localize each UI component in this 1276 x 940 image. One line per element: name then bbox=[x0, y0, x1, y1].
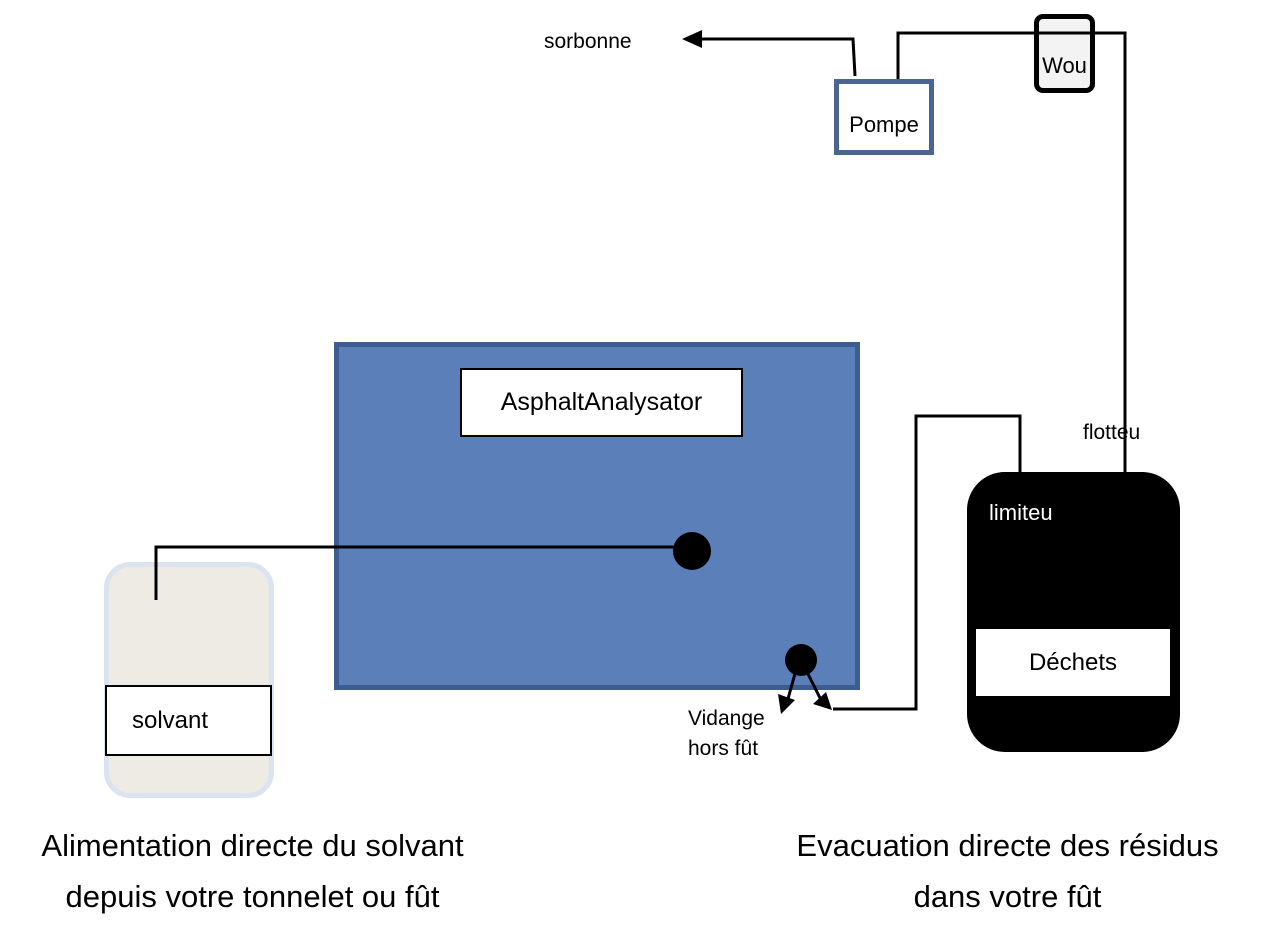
drain-label-line1: Vidange bbox=[688, 707, 765, 730]
float-label: flotteu bbox=[1083, 421, 1141, 444]
residue-evacuation-caption: Evacuation directe des résidus dans votr… bbox=[770, 820, 1245, 922]
drain-arrowhead-right bbox=[813, 692, 832, 710]
drain-arrowhead-left bbox=[778, 694, 795, 714]
caption-right-line2: dans votre fût bbox=[913, 879, 1102, 914]
wou-box: Wou bbox=[1034, 14, 1095, 93]
drain-arrow-right bbox=[804, 669, 824, 703]
drain-line bbox=[833, 414, 1022, 711]
solvent-feed-caption: Alimentation directe du solvant depuis v… bbox=[0, 820, 505, 922]
drain-label-line2: hors fût bbox=[688, 737, 759, 758]
solvent-label: solvant bbox=[105, 685, 272, 756]
drain-label: Vidange hors fût bbox=[688, 704, 798, 758]
waste-label: Déchets bbox=[976, 629, 1170, 696]
solvent-inlet-port bbox=[673, 532, 711, 570]
drain-outlet-port bbox=[785, 644, 817, 676]
solvent-tank bbox=[104, 562, 274, 798]
limiter-label: limiteu bbox=[989, 500, 1053, 525]
pump-box: Pompe bbox=[834, 79, 934, 155]
wou-label: Wou bbox=[1042, 53, 1087, 78]
caption-left-line2: depuis votre tonnelet ou fût bbox=[65, 879, 440, 914]
waste-drum bbox=[967, 472, 1180, 752]
pump-label: Pompe bbox=[849, 112, 919, 137]
analyzer-label: AsphaltAnalysator bbox=[460, 368, 743, 437]
caption-left-line1: Alimentation directe du solvant bbox=[41, 828, 464, 863]
fume-hood-label: sorbonne bbox=[544, 30, 632, 53]
fume-hood-arrowhead bbox=[682, 30, 702, 48]
suction-line bbox=[896, 31, 1127, 472]
exhaust-line bbox=[686, 37, 857, 77]
caption-right-line1: Evacuation directe des résidus bbox=[796, 828, 1219, 863]
solvent-feed-line bbox=[154, 545, 692, 600]
